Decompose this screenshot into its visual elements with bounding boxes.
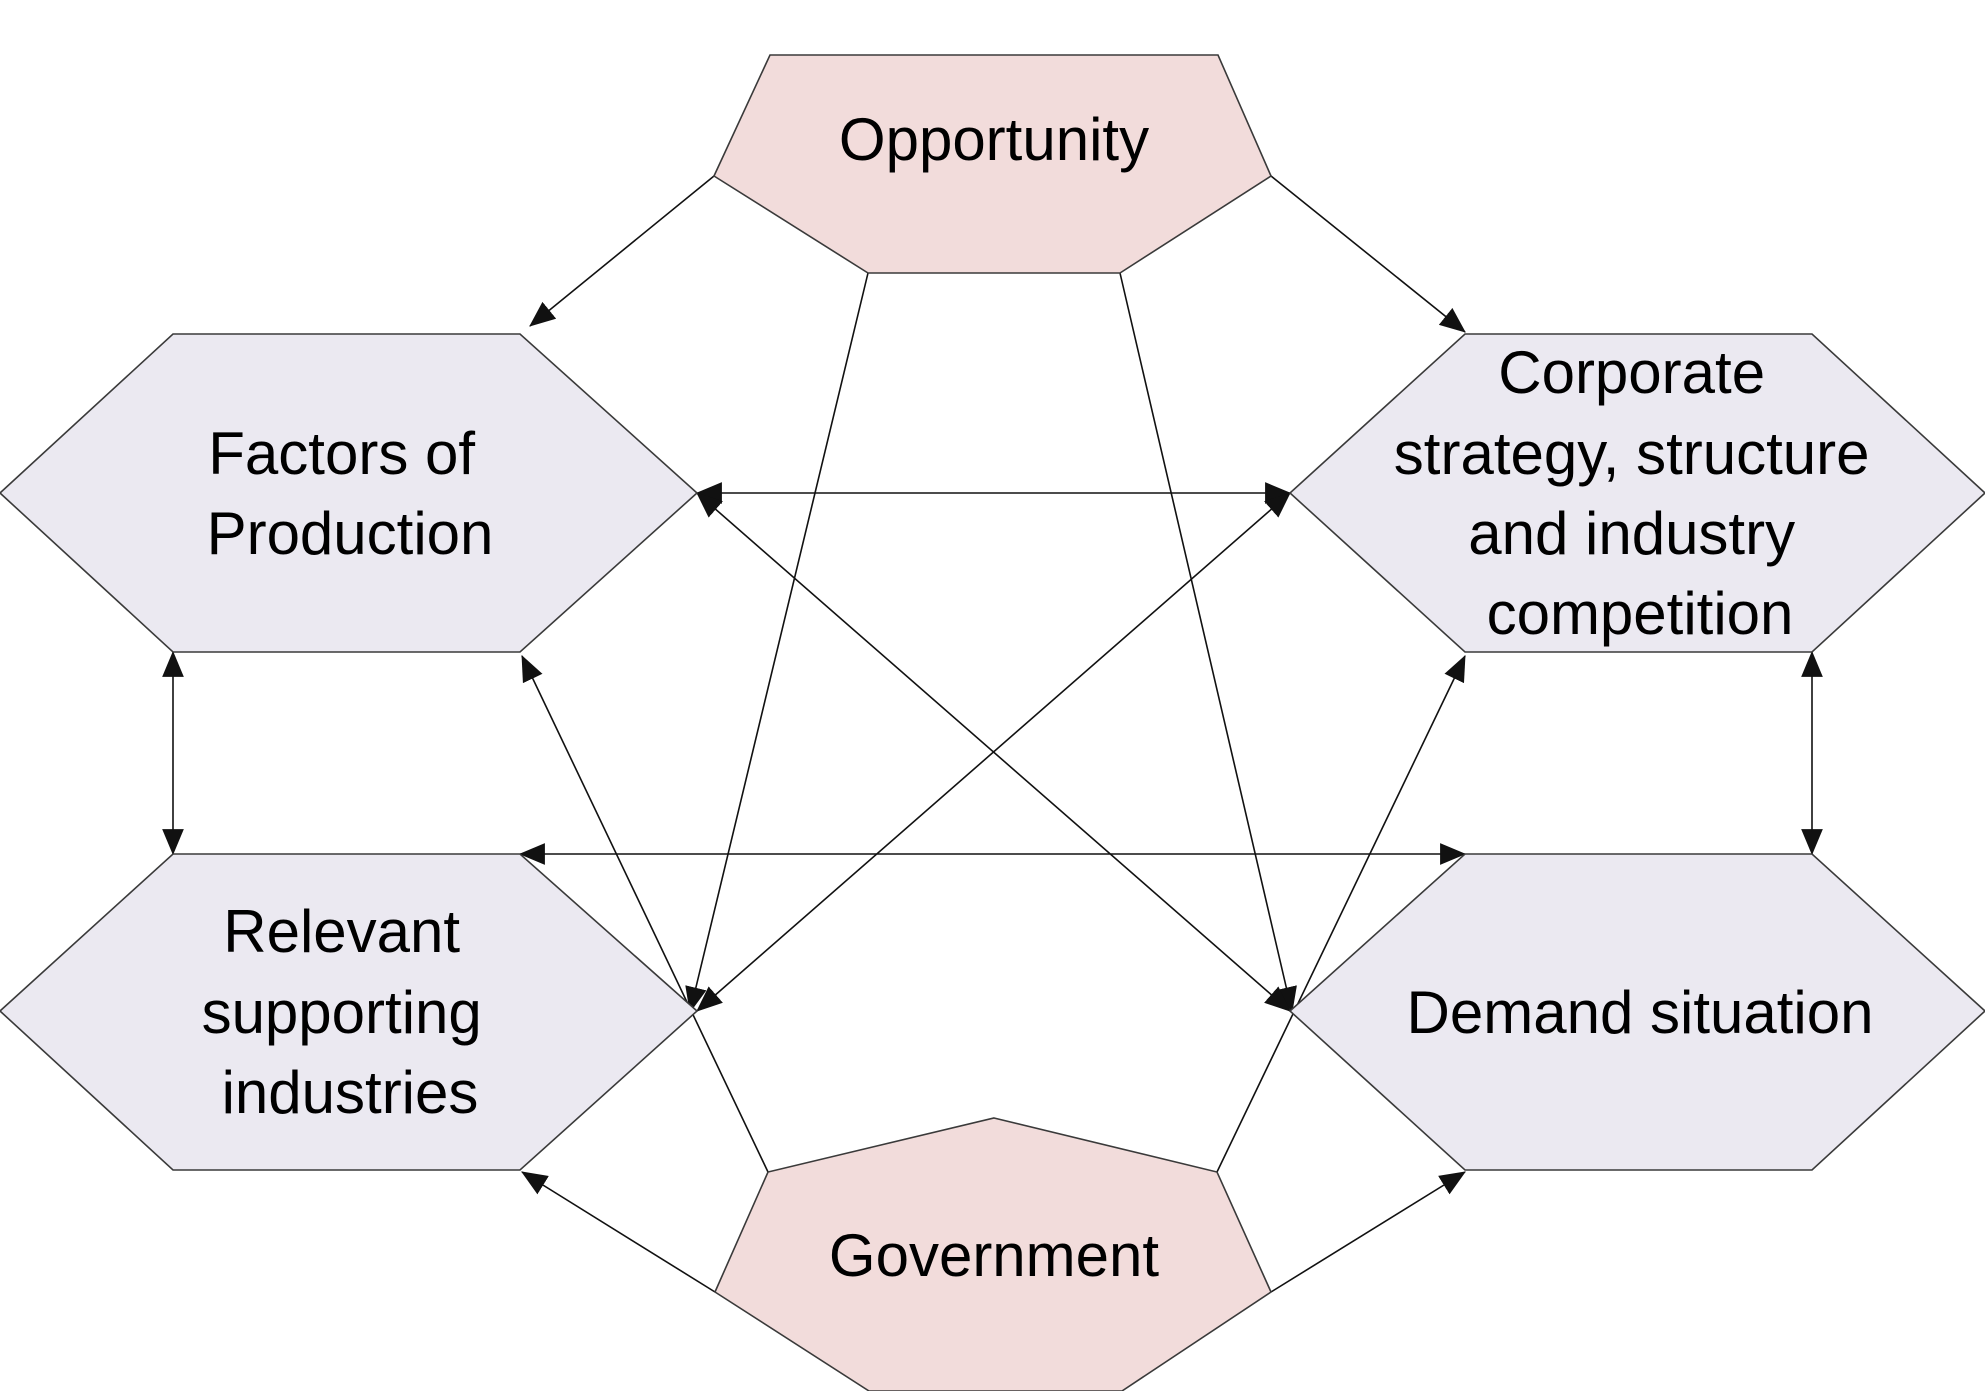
node-government: Government — [713, 1117, 1273, 1391]
demand-hexagon — [1288, 853, 1985, 1171]
edge-government-supporting — [521, 1171, 716, 1293]
government-octagon — [713, 1117, 1273, 1391]
factors-label: Factors of Production — [207, 420, 494, 567]
government-label: Government — [829, 1222, 1159, 1289]
supporting-label-line: supporting — [202, 979, 482, 1046]
node-strategy: Corporate strategy, structure and indust… — [1288, 333, 1985, 653]
edge-government-factors — [521, 655, 769, 1173]
edge-opportunity-supporting — [685, 272, 869, 1014]
supporting-label: Relevant supporting industries — [202, 898, 499, 1126]
edge-strategy-supporting — [696, 492, 1291, 1012]
opportunity-label-line: Opportunity — [839, 106, 1149, 173]
supporting-hexagon — [0, 853, 699, 1171]
node-factors: Factors of Production — [0, 333, 699, 653]
edges-layer — [162, 175, 1823, 1293]
strategy-label: Corporate strategy, structure and indust… — [1394, 339, 1886, 647]
edge-government-demand — [1270, 1171, 1466, 1293]
opportunity-label: Opportunity — [839, 106, 1149, 173]
node-opportunity: Opportunity — [712, 54, 1273, 274]
edge-government-strategy — [1216, 655, 1466, 1173]
edge-opportunity-strategy — [1270, 175, 1466, 333]
strategy-label-line: competition — [1487, 580, 1794, 647]
factors-hexagon — [0, 333, 699, 653]
edge-opportunity-demand — [1119, 272, 1297, 1014]
strategy-label-line: and industry — [1468, 500, 1795, 567]
factors-label-line: Production — [207, 500, 494, 567]
demand-label-line: Demand situation — [1407, 979, 1874, 1046]
opportunity-octagon — [712, 54, 1273, 274]
government-label-line: Government — [829, 1222, 1159, 1289]
supporting-label-line: industries — [222, 1059, 479, 1126]
strategy-label-line: Corporate — [1498, 339, 1765, 406]
edge-opportunity-factors — [529, 175, 715, 327]
supporting-label-line: Relevant — [223, 898, 460, 965]
node-demand: Demand situation — [1288, 853, 1985, 1171]
strategy-hexagon — [1288, 333, 1985, 653]
demand-label: Demand situation — [1407, 979, 1874, 1046]
factors-label-line: Factors of — [208, 420, 475, 487]
strategy-label-line: strategy, structure — [1394, 420, 1870, 487]
node-supporting: Relevant supporting industries — [0, 853, 699, 1171]
